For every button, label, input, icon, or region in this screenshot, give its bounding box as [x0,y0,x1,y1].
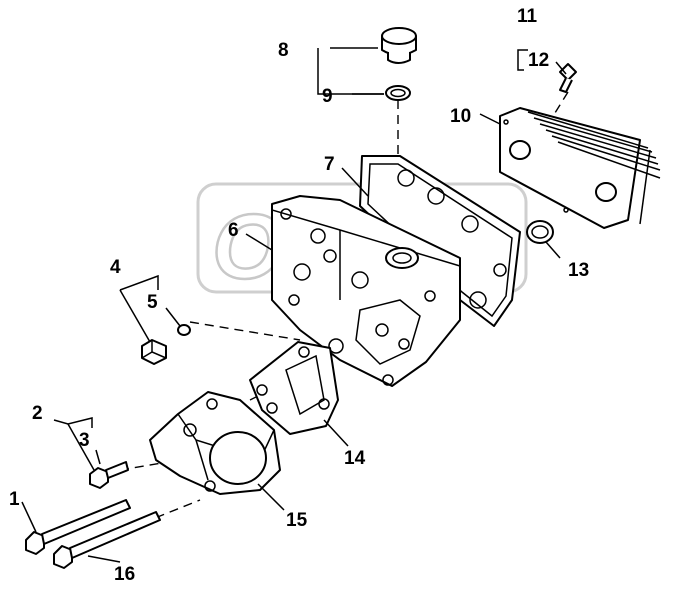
callout-5: 5 [147,292,158,313]
callout-6: 6 [228,220,239,241]
flange-gasket-part-14 [249,341,339,435]
callout-7: 7 [324,154,335,175]
callout-3: 3 [79,430,90,451]
callout-15: 15 [286,510,308,531]
bolt-part-3 [89,461,129,489]
long-bolt-part-16 [53,511,161,569]
long-bolt-part-1 [25,499,131,555]
callout-4: 4 [110,257,121,278]
washer-part-5 [177,324,191,336]
gasket-part-7 [359,155,521,327]
callout-8: 8 [278,40,289,61]
o-ring-part-9 [385,85,411,101]
adapter-housing-part-15 [149,391,281,495]
screw-part-12 [559,63,577,93]
callout-10: 10 [450,106,471,127]
callout-labels: 1 2 3 4 5 6 7 8 9 10 11 12 13 14 15 16 [9,6,589,585]
oil-cooler-part-10 [499,107,661,229]
seal-part-13 [526,220,554,244]
callout-14: 14 [344,448,366,469]
callout-1: 1 [9,489,20,510]
leader-lines [21,47,567,563]
callout-13: 13 [568,260,589,281]
callout-2: 2 [32,403,43,424]
filter-housing-part-6 [271,195,461,387]
callout-12: 12 [528,50,549,71]
callout-16: 16 [114,564,135,585]
plug-part-8 [381,27,417,64]
drain-plug-part-4 [141,339,167,365]
callout-11: 11 [517,6,538,27]
callout-9: 9 [322,86,333,107]
